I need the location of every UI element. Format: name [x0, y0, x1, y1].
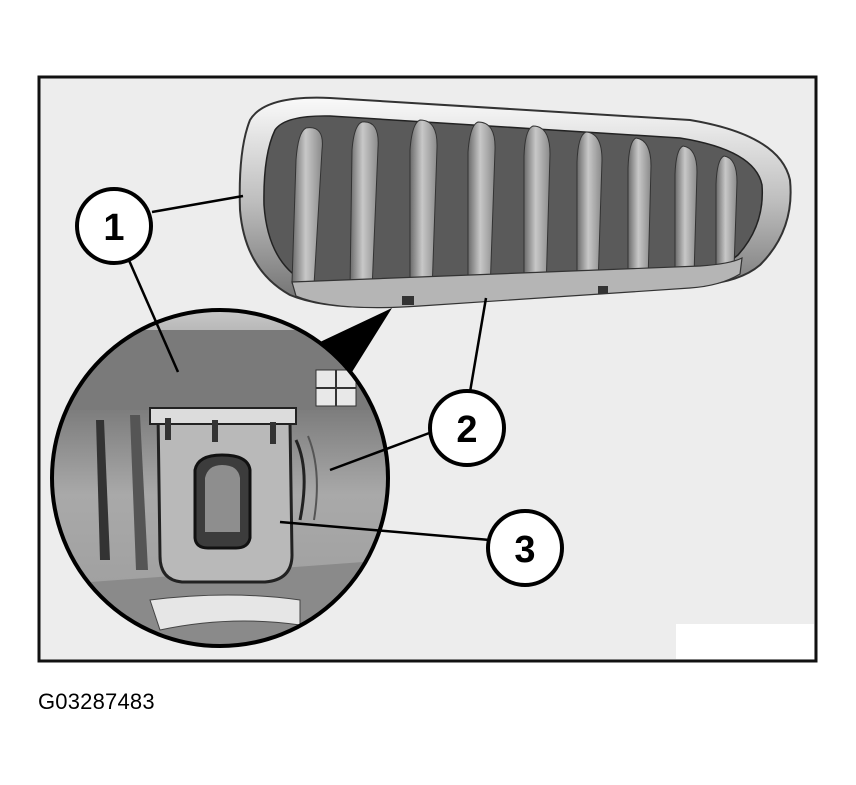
grille-slat: [674, 145, 698, 277]
grille-slat: [627, 137, 652, 283]
detail-chrome-strip: [149, 594, 301, 631]
callout-1: 1: [75, 187, 153, 265]
grille-slat: [715, 155, 738, 269]
grille-slat: [409, 119, 438, 293]
panel-corner-mask: [676, 624, 814, 659]
leader-line-1-detail: [126, 257, 180, 373]
detail-rib: [96, 420, 110, 560]
leader-line-2: [468, 297, 488, 393]
callout-3-label: 3: [514, 529, 535, 571]
clip-slot: [402, 296, 414, 305]
grille-slats: [291, 119, 738, 293]
grille-lower-rail: [291, 256, 743, 309]
detail-view: [52, 310, 388, 646]
grille-slat: [523, 125, 551, 291]
clip-top-bar: [149, 407, 297, 425]
detail-rib: [130, 415, 148, 570]
callout-2-label: 2: [456, 409, 477, 451]
figure-code: G03287483: [38, 689, 155, 714]
grille-slat: [576, 131, 603, 287]
callout-3: 3: [486, 509, 564, 587]
leader-line-3: [279, 520, 491, 542]
callout-1-label: 1: [103, 207, 124, 249]
leader-line-1: [151, 194, 244, 214]
clip-slot: [598, 286, 608, 294]
callout-2: 2: [428, 389, 506, 467]
leader-line-2-detail: [329, 430, 433, 472]
kidney-grille: [238, 96, 792, 309]
detail-circle-outline: [50, 308, 390, 648]
grille-slat: [467, 121, 496, 293]
